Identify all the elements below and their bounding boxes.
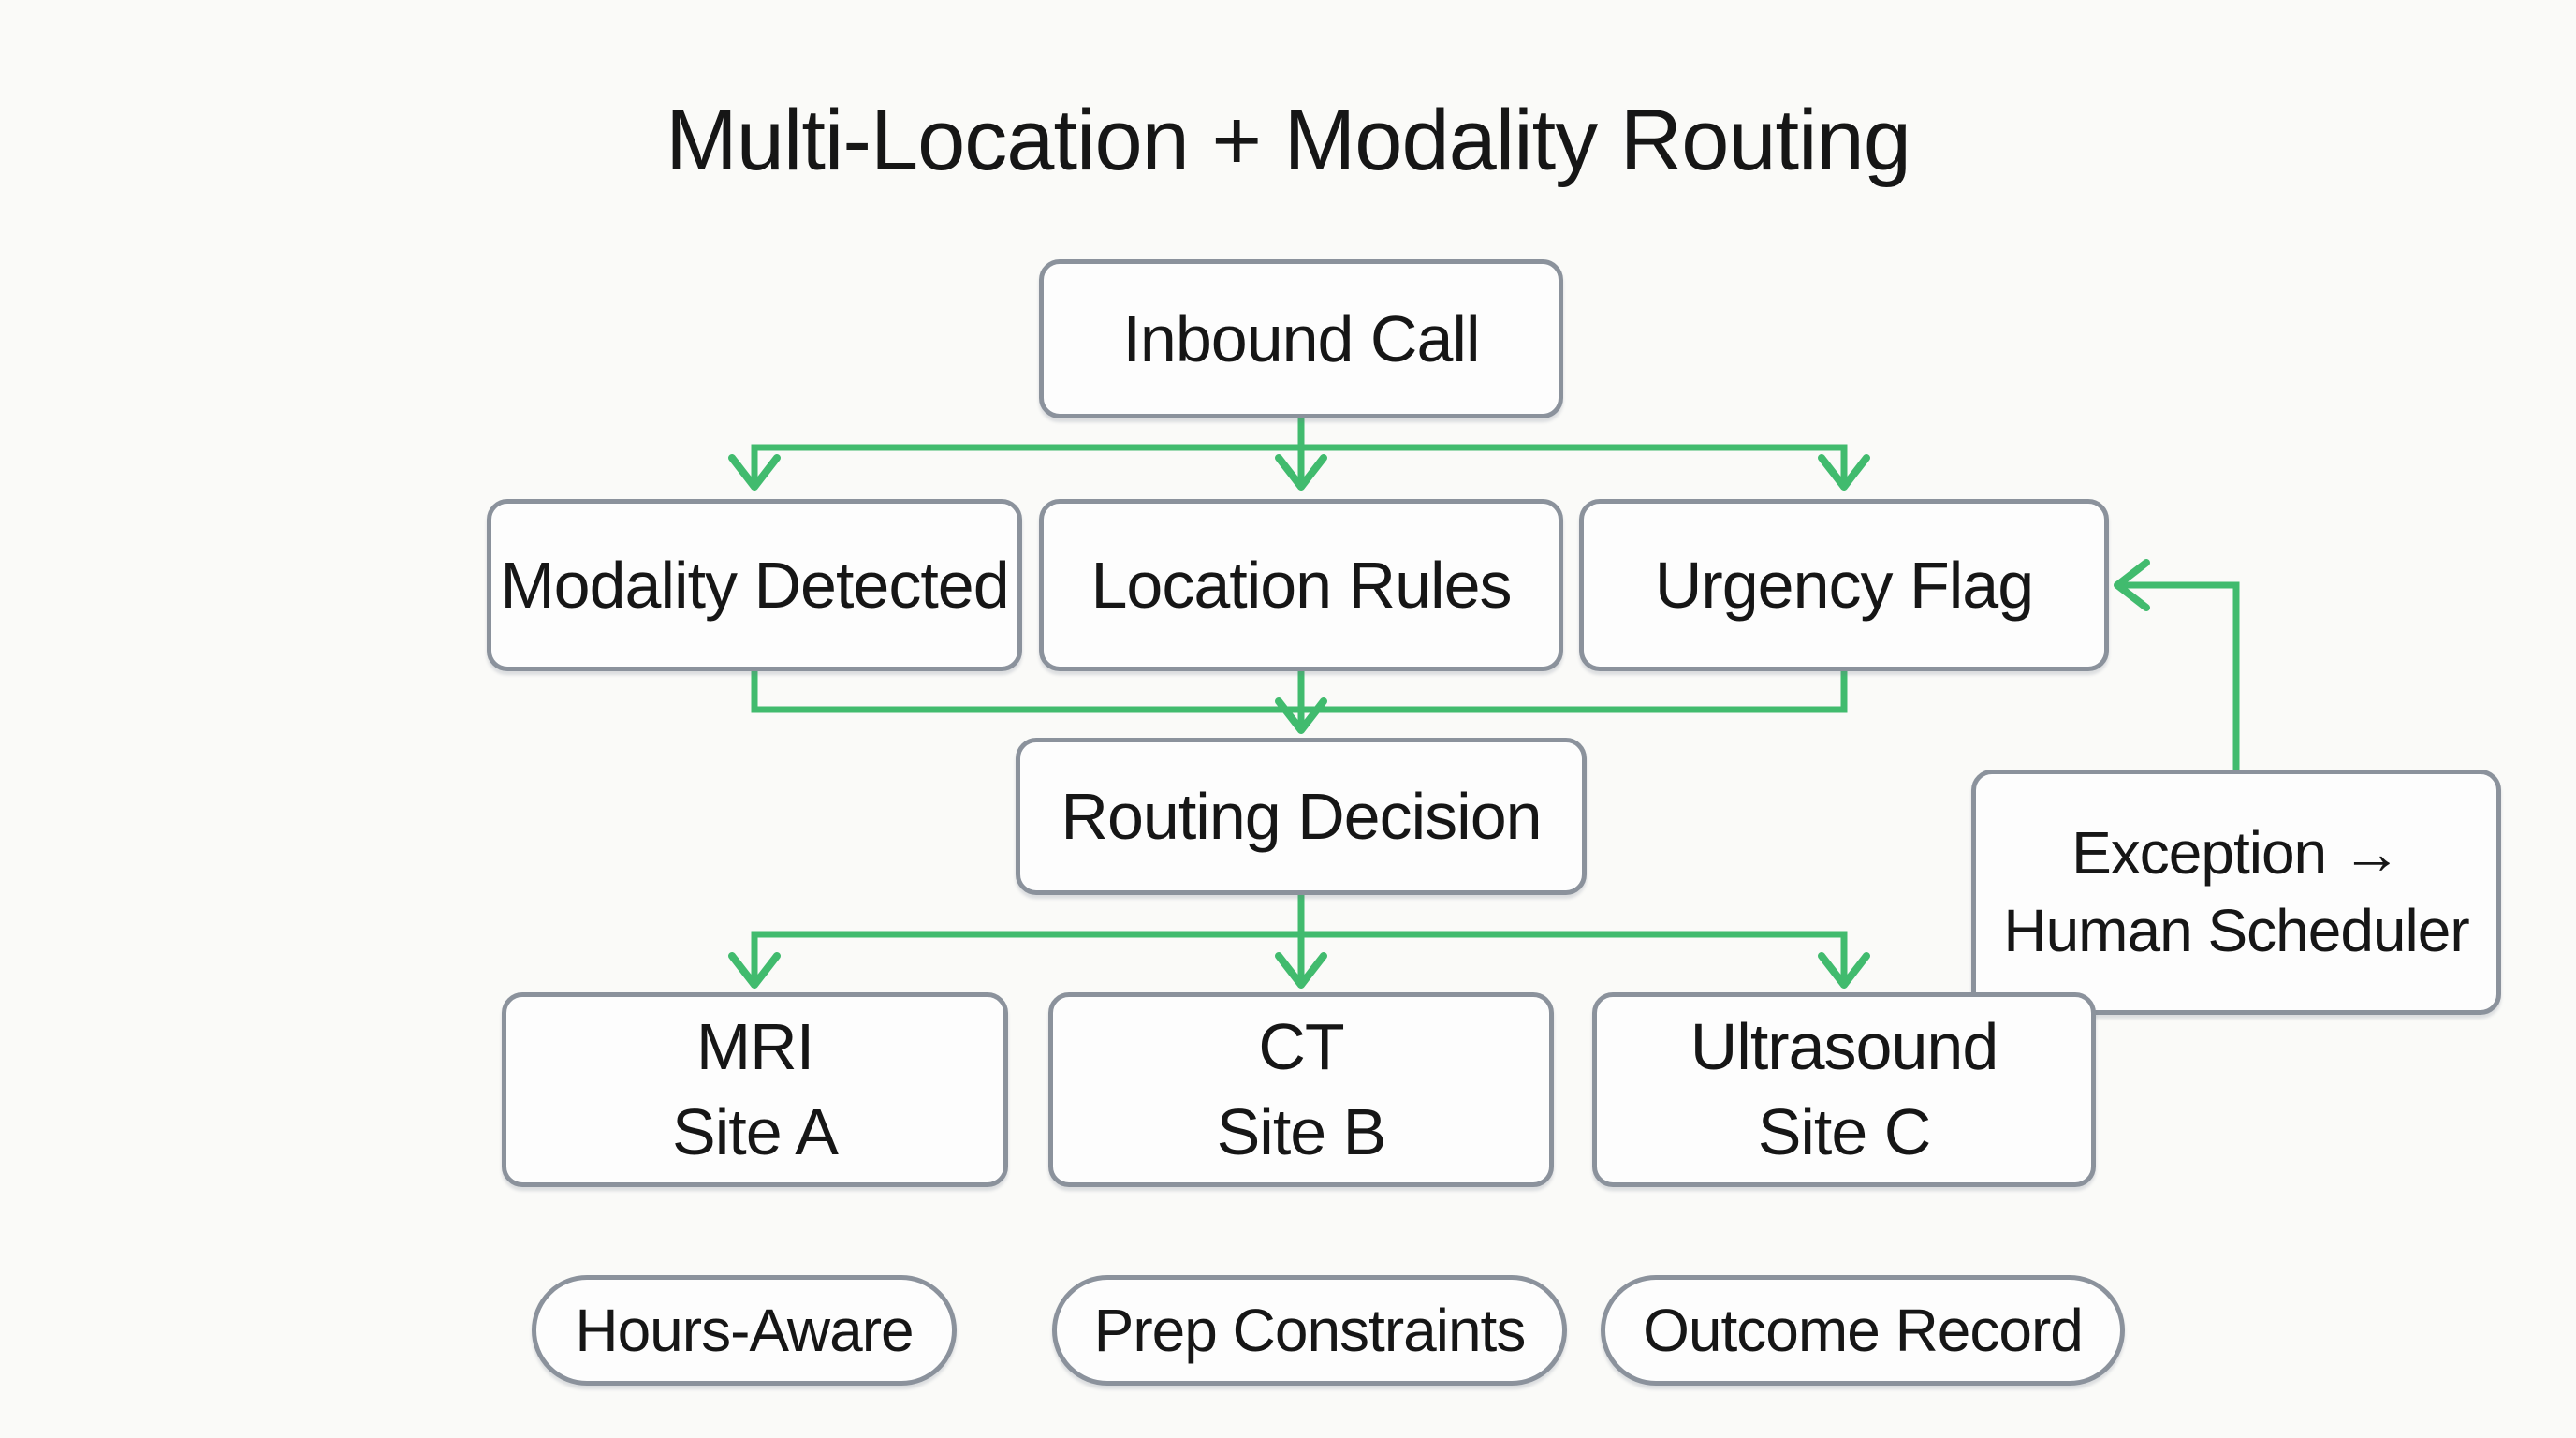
- node-label: Inbound Call: [1122, 301, 1480, 375]
- node-modality-detected: Modality Detected: [487, 499, 1022, 671]
- node-label: Location Rules: [1090, 548, 1512, 622]
- node-ultrasound-site-c: Ultrasound Site C: [1592, 992, 2096, 1187]
- node-urgency-flag: Urgency Flag: [1579, 499, 2109, 671]
- node-label-line1: Ultrasound: [1690, 1010, 1999, 1083]
- badge-label: Outcome Record: [1643, 1297, 2084, 1364]
- badge-label: Hours-Aware: [575, 1297, 914, 1364]
- node-label-line2: Site C: [1757, 1095, 1932, 1168]
- node-mri-site-a: MRI Site A: [502, 992, 1008, 1187]
- node-label-line1: Exception →: [2071, 818, 2402, 887]
- node-label-line2: Site A: [672, 1095, 839, 1168]
- node-location-rules: Location Rules: [1039, 499, 1563, 671]
- node-label-line2: Site B: [1216, 1095, 1387, 1168]
- badge-prep-constraints: Prep Constraints: [1052, 1275, 1567, 1386]
- badge-label: Prep Constraints: [1093, 1297, 1527, 1364]
- node-routing-decision: Routing Decision: [1016, 738, 1587, 895]
- badge-outcome-record: Outcome Record: [1601, 1275, 2125, 1386]
- node-label-line2: Human Scheduler: [2003, 897, 2469, 964]
- node-inbound-call: Inbound Call: [1039, 259, 1563, 418]
- node-label: Modality Detected: [500, 548, 1009, 622]
- diagram-title: Multi-Location + Modality Routing: [666, 93, 1911, 188]
- node-label-line1: MRI: [695, 1010, 814, 1083]
- badge-hours-aware: Hours-Aware: [532, 1275, 957, 1386]
- node-label: Routing Decision: [1061, 779, 1542, 853]
- node-exception-human-scheduler: Exception → Human Scheduler: [1971, 770, 2501, 1015]
- node-ct-site-b: CT Site B: [1048, 992, 1554, 1187]
- node-label: Urgency Flag: [1654, 548, 2034, 622]
- node-label-line1: CT: [1258, 1010, 1344, 1083]
- arrow-exception-to-urgency: [2114, 559, 2240, 770]
